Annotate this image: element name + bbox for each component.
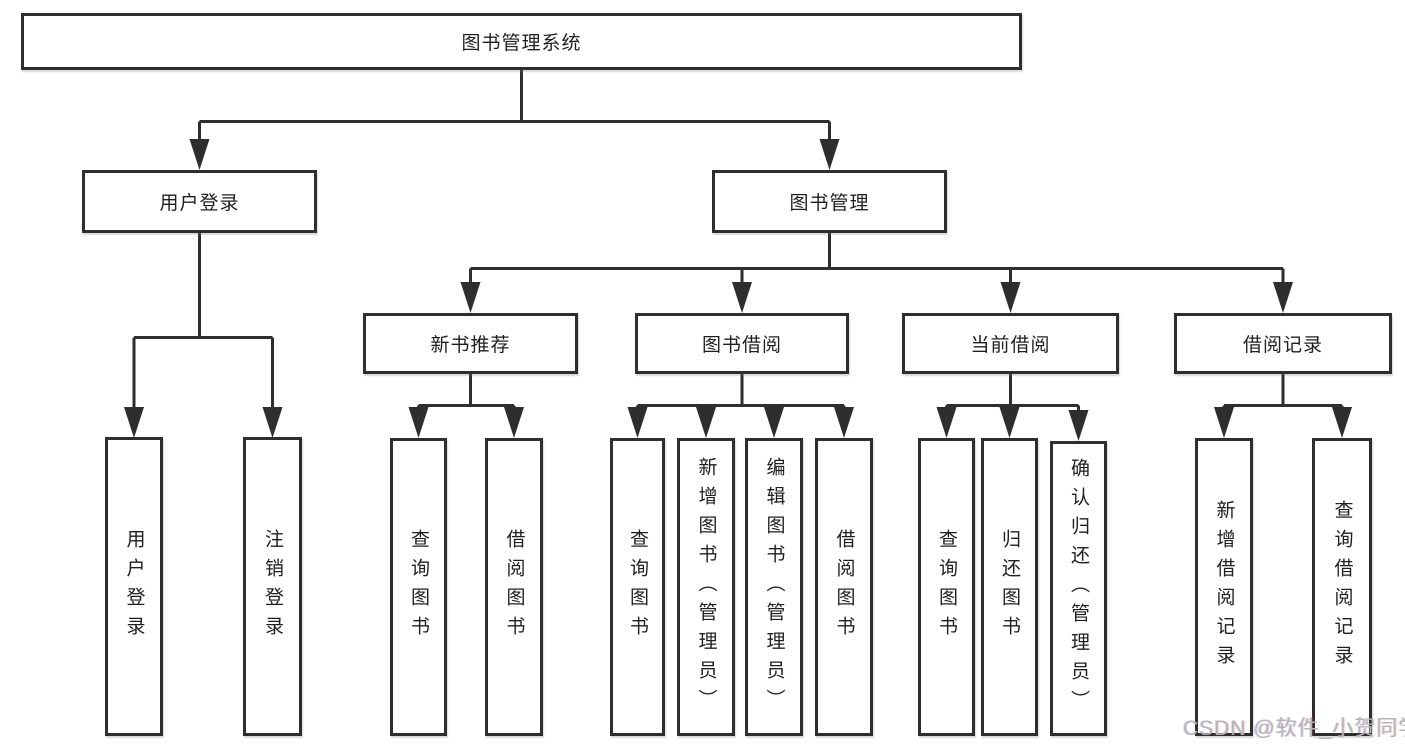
node-root-label: 图书管理系统 bbox=[461, 33, 582, 54]
node-new-book-recommend: 新书推荐 bbox=[363, 313, 578, 374]
leaf-add-book-admin-label: 新增图书（管理员） bbox=[695, 456, 717, 718]
leaf-return-books-label: 归还图书 bbox=[999, 529, 1020, 645]
leaf-borrow-query-books: 查询图书 bbox=[610, 438, 665, 736]
node-user-login: 用户登录 bbox=[82, 170, 317, 233]
leaf-newbook-query-books-label: 查询图书 bbox=[408, 529, 429, 645]
node-book-borrow: 图书借阅 bbox=[635, 313, 849, 374]
leaf-borrow-query-books-label: 查询图书 bbox=[627, 529, 648, 645]
leaf-newbook-borrow-books: 借阅图书 bbox=[485, 438, 543, 736]
leaf-confirm-return-admin: 确认归还（管理员） bbox=[1050, 441, 1107, 736]
node-borrow-records-label: 借阅记录 bbox=[1242, 335, 1323, 356]
node-borrow-records: 借阅记录 bbox=[1174, 313, 1392, 374]
node-book-borrow-label: 图书借阅 bbox=[701, 335, 782, 356]
leaf-logout-label: 注销登录 bbox=[262, 528, 283, 645]
leaf-add-borrow-record-label: 新增借阅记录 bbox=[1213, 500, 1235, 674]
leaf-newbook-query-books: 查询图书 bbox=[390, 438, 447, 736]
leaf-confirm-return-admin-label: 确认归还（管理员） bbox=[1068, 458, 1089, 719]
leaf-current-query-books: 查询图书 bbox=[918, 438, 975, 736]
node-current-borrow: 当前借阅 bbox=[902, 313, 1119, 374]
leaf-edit-book-admin-label: 编辑图书（管理员） bbox=[763, 456, 785, 718]
node-book-management: 图书管理 bbox=[712, 170, 947, 233]
node-book-management-label: 图书管理 bbox=[789, 193, 870, 214]
leaf-user-login: 用户登录 bbox=[105, 437, 163, 736]
node-current-borrow-label: 当前借阅 bbox=[970, 335, 1051, 356]
leaf-query-borrow-record: 查询借阅记录 bbox=[1312, 438, 1372, 736]
node-new-book-recommend-label: 新书推荐 bbox=[430, 335, 511, 356]
leaf-borrow-borrow-books-label: 借阅图书 bbox=[833, 529, 855, 645]
leaf-current-query-books-label: 查询图书 bbox=[936, 529, 957, 645]
leaf-query-borrow-record-label: 查询借阅记录 bbox=[1331, 500, 1353, 674]
leaf-logout: 注销登录 bbox=[243, 437, 302, 736]
leaf-add-book-admin: 新增图书（管理员） bbox=[677, 438, 735, 736]
leaf-add-borrow-record: 新增借阅记录 bbox=[1195, 438, 1253, 736]
leaf-edit-book-admin: 编辑图书（管理员） bbox=[745, 438, 803, 736]
csdn-watermark: CSDN @软件_小贺同学 bbox=[1183, 717, 1405, 740]
leaf-user-login-label: 用户登录 bbox=[123, 528, 145, 645]
leaf-borrow-borrow-books: 借阅图书 bbox=[815, 438, 873, 736]
leaf-return-books: 归还图书 bbox=[981, 438, 1038, 736]
leaf-newbook-borrow-books-label: 借阅图书 bbox=[503, 529, 525, 645]
node-root: 图书管理系统 bbox=[21, 13, 1022, 70]
node-user-login-label: 用户登录 bbox=[159, 193, 240, 214]
